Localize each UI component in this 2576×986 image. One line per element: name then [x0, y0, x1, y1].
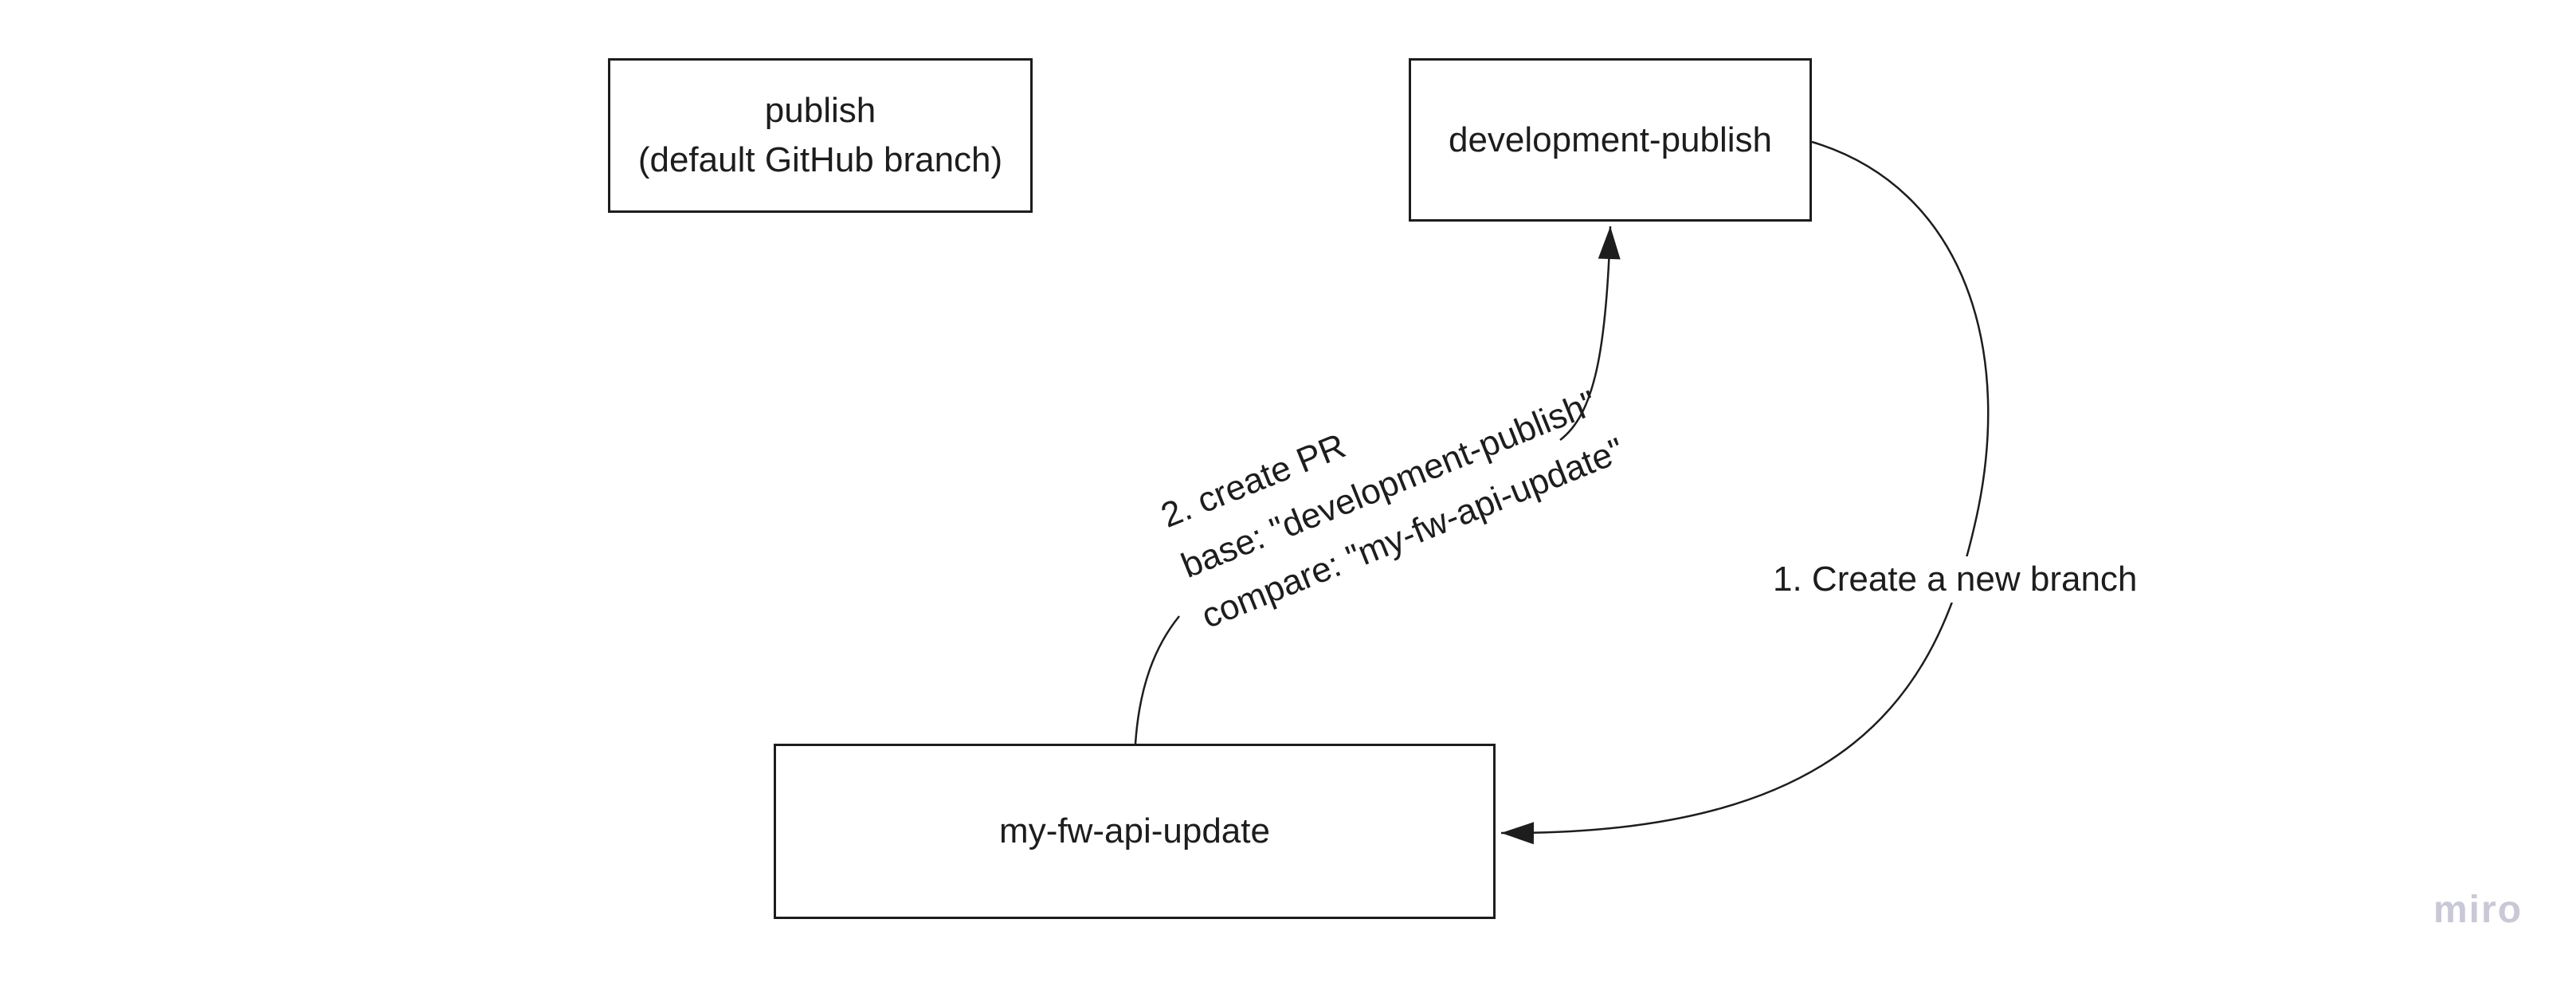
annotation-create-branch[interactable]: 1. Create a new branch	[1765, 556, 2146, 603]
publish-branch-label: publish (default GitHub branch)	[638, 86, 1002, 184]
shape-my-fw-api-update-branch[interactable]: my-fw-api-update	[774, 744, 1496, 919]
connector-create-pr-head[interactable]	[1559, 226, 1621, 441]
miro-watermark-logo: miro	[2433, 889, 2523, 931]
shape-publish-branch[interactable]: publish (default GitHub branch)	[608, 58, 1033, 213]
publish-branch-label-line1: publish	[764, 91, 876, 131]
shape-development-publish-branch[interactable]: development-publish	[1409, 58, 1812, 222]
connector-create-pr-tail[interactable]	[1134, 615, 1180, 744]
my-fw-api-update-branch-label: my-fw-api-update	[999, 811, 1270, 851]
development-publish-branch-label: development-publish	[1448, 120, 1773, 159]
publish-branch-label-line2: (default GitHub branch)	[637, 140, 1003, 179]
connector-create-branch[interactable]	[1500, 140, 1990, 845]
